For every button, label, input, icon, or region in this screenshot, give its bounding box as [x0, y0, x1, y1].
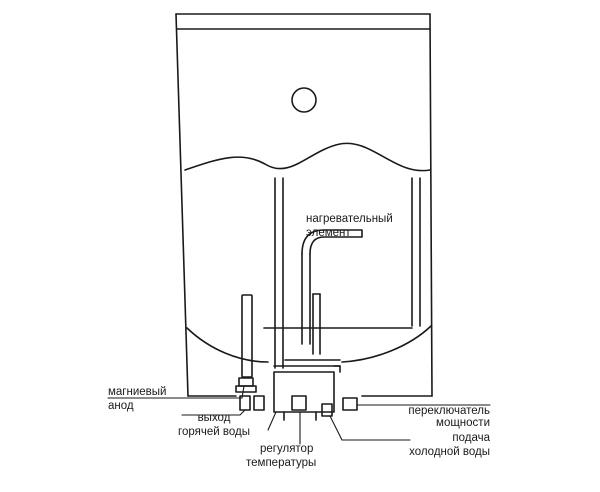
text-labels: нагревательный элемент магниевый анод вы…	[108, 213, 491, 469]
label-magnesium-anode-line1: магниевый	[108, 386, 166, 398]
indicator-lamp-icon	[291, 87, 317, 113]
anode-nut	[235, 377, 257, 393]
label-heating-element-line1: нагревательный	[306, 213, 393, 225]
flange-assembly	[273, 359, 341, 421]
label-power-switch-line1: переключатель	[408, 405, 490, 417]
hot-water-pipe	[274, 177, 284, 369]
tank-left-wall	[175, 13, 189, 397]
heating-element	[301, 229, 363, 345]
label-cold-water-line2: холодной воды	[409, 446, 490, 458]
hot-water-fitting	[239, 395, 265, 411]
label-hot-water-line1: выход	[198, 412, 231, 424]
label-temperature-regulator-line2: температуры	[246, 457, 316, 469]
inner-tank	[184, 142, 432, 363]
label-temperature-regulator-line1: регулятор	[260, 443, 313, 455]
label-magnesium-anode-line2: анод	[108, 400, 134, 412]
leader-temperature-regulator	[267, 411, 277, 431]
leader-magnesium-anode	[107, 385, 245, 399]
tank-body	[175, 13, 433, 397]
magnesium-anode	[241, 294, 253, 378]
tank-right-wall	[429, 13, 433, 397]
label-cold-water-line1: подача	[452, 432, 490, 444]
label-hot-water-line2: горячей воды	[178, 426, 250, 438]
leader-cold-water	[329, 415, 411, 441]
power-switch-knob	[342, 397, 358, 411]
inner-right-pipe	[411, 177, 421, 327]
label-power-switch-line2: мощности	[436, 417, 490, 429]
label-heating-element-line2: элемент	[306, 227, 351, 239]
leader-hot-water	[181, 409, 246, 416]
thermostat-sensor-tube	[312, 293, 321, 355]
inner-tank-bottom	[186, 325, 432, 363]
leader-lines	[107, 385, 491, 445]
water-surface-wave	[184, 142, 431, 172]
